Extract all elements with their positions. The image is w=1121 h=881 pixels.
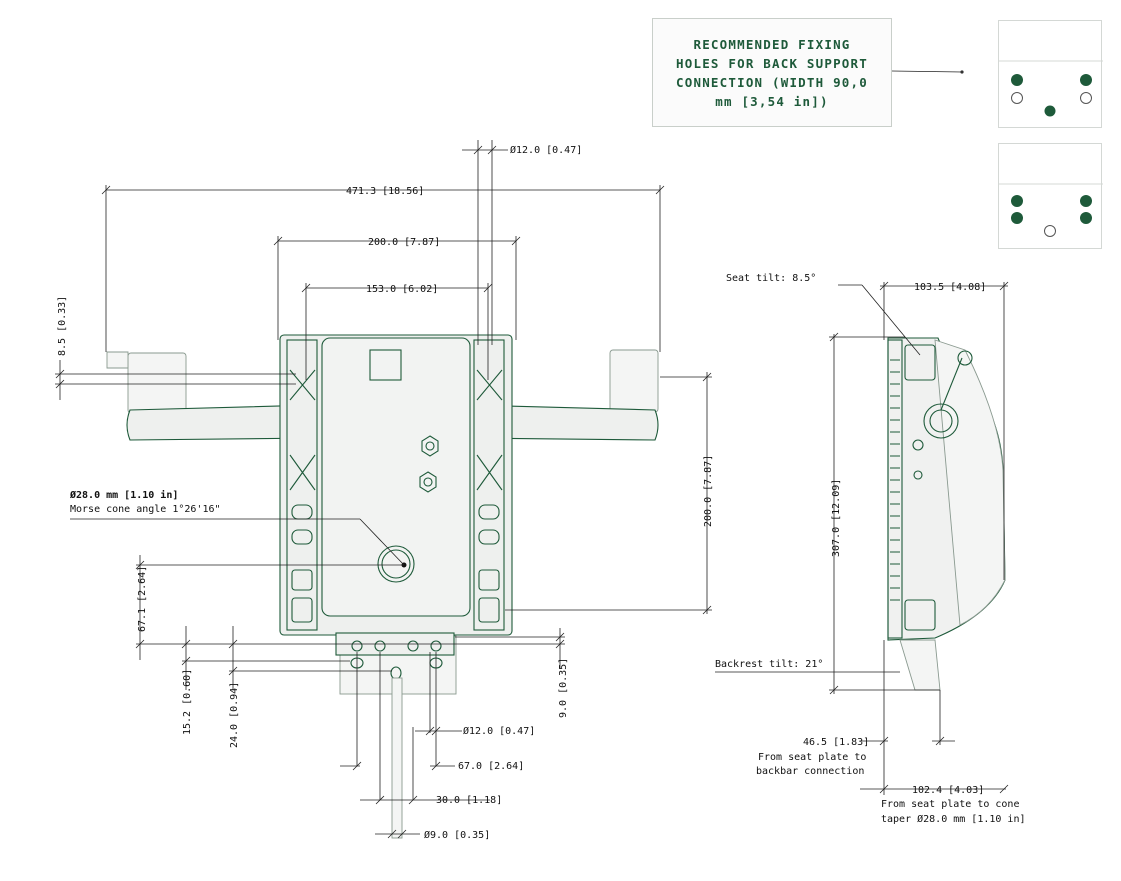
hole-pattern-1-diagram xyxy=(999,60,1103,117)
hole-pattern-panel-1 xyxy=(998,20,1103,128)
fixing-hole xyxy=(1080,212,1092,224)
dim-102-4-note-2: taper Ø28.0 mm [1.10 in] xyxy=(881,813,1026,825)
callout-leader-dot xyxy=(960,70,964,74)
fixing-hole-optional xyxy=(1044,225,1056,237)
hole-pattern-2-diagram xyxy=(999,183,1103,237)
hole-pattern-panel-2 xyxy=(998,143,1103,249)
dim-pin-top: Ø12.0 [0.47] xyxy=(510,144,582,156)
dim-left-8-5: 8.5 [0.33] xyxy=(57,296,68,356)
dim-left-67-1: 67.1 [2.64] xyxy=(137,566,148,632)
fixing-hole xyxy=(1011,195,1023,207)
dim-102-4: 102.4 [4.03] xyxy=(912,785,984,796)
dim-46-5: 46.5 [1.83] xyxy=(803,737,869,748)
dim-bottom-d12: Ø12.0 [0.47] xyxy=(463,725,535,737)
fixing-hole xyxy=(1080,74,1092,86)
front-view-dimensions xyxy=(55,140,712,839)
dim-width-153: 153.0 [6.02] xyxy=(366,284,438,295)
morse-label-diameter: Ø28.0 mm [1.10 in] xyxy=(69,489,178,501)
dim-46-5-note-2: backbar connection xyxy=(756,766,864,777)
seat-tilt-label: Seat tilt: 8.5° xyxy=(726,273,816,284)
backrest-tilt-label: Backrest tilt: 21° xyxy=(715,659,823,670)
dim-46-5-note-1: From seat plate to xyxy=(758,752,866,763)
fixing-hole xyxy=(1044,105,1056,117)
dim-width-200: 200.0 [7.87] xyxy=(368,237,440,248)
fixing-hole xyxy=(1080,195,1092,207)
dim-overall-width: 471.3 [18.56] xyxy=(346,186,424,197)
dim-side-top: 103.5 [4.08] xyxy=(914,282,986,293)
dim-bottom-30: 30.0 [1.18] xyxy=(436,795,502,806)
fixing-holes-callout-text: RECOMMENDED FIXING HOLES FOR BACK SUPPOR… xyxy=(676,36,868,109)
dim-bottom-67: 67.0 [2.64] xyxy=(458,761,524,772)
fixing-holes-callout: RECOMMENDED FIXING HOLES FOR BACK SUPPOR… xyxy=(652,18,892,127)
dim-height-200: 200.0 [7.87] xyxy=(703,455,714,527)
fixing-hole xyxy=(1011,74,1023,86)
fixing-hole xyxy=(1011,212,1023,224)
dim-side-height: 307.0 [12.09] xyxy=(831,479,842,557)
side-view-part xyxy=(887,337,1006,691)
dim-left-15-2: 15.2 [0.60] xyxy=(182,669,193,735)
side-view-dimensions xyxy=(715,281,1009,795)
dim-right-9-0: 9.0 [0.35] xyxy=(558,658,569,718)
dim-102-4-note-1: From seat plate to cone xyxy=(881,799,1019,810)
front-view-part xyxy=(106,334,659,839)
fixing-hole-optional xyxy=(1080,92,1092,104)
dim-left-24-0: 24.0 [0.94] xyxy=(229,682,240,748)
morse-label-angle: Morse cone angle 1°26'16" xyxy=(70,504,221,515)
dim-bottom-d9: Ø9.0 [0.35] xyxy=(424,829,490,841)
callout-leader xyxy=(891,70,963,73)
fixing-hole-optional xyxy=(1011,92,1023,104)
